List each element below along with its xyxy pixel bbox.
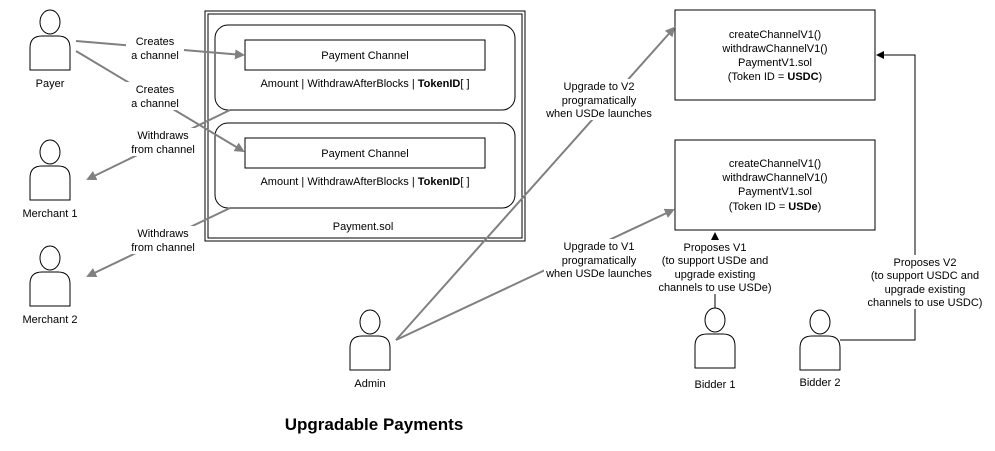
edge-label-line: programatically xyxy=(562,255,637,267)
payment-channel-title-1: Payment Channel xyxy=(321,50,408,62)
edge-label-creates-1: Creates a channel xyxy=(126,34,184,62)
v2-line-2: withdrawChannelV1() xyxy=(721,43,827,55)
admin-label: Admin xyxy=(354,378,385,390)
v2-line-3: PaymentV1.sol xyxy=(738,57,812,69)
bidder-1-actor: Bidder 1 xyxy=(694,307,736,391)
payer-label: Payer xyxy=(36,78,65,90)
person-icon xyxy=(29,245,71,307)
payment-contract-label: Payment.sol xyxy=(333,221,394,233)
edge-label-line: a channel xyxy=(131,98,179,110)
edge-label-line: from channel xyxy=(131,242,195,254)
v1-token-line: (Token ID = USDe) xyxy=(729,201,822,213)
person-icon xyxy=(349,309,391,371)
edge-label-line: when USDe launches xyxy=(545,268,652,280)
edge-label-line: when USDe launches xyxy=(545,108,652,120)
proposal-connectors xyxy=(711,51,916,341)
admin-actor: Admin xyxy=(349,309,391,390)
edge-label-line: Upgrade to V2 xyxy=(564,81,635,93)
channel-fields-2: Amount | WithdrawAfterBlocks | TokenID[ … xyxy=(260,176,469,188)
contract-v2-box: createChannelV1() withdrawChannelV1() Pa… xyxy=(674,9,876,101)
person-icon xyxy=(694,307,736,369)
merchant-2-actor: Merchant 2 xyxy=(22,245,78,326)
payment-channel-box-2 xyxy=(244,137,486,169)
edge-label-upgrade-v1: Upgrade to V1 programatically when USDe … xyxy=(544,239,654,280)
bidder-2-connector xyxy=(840,51,916,341)
edge-label-withdraws-2: Withdraws from channel xyxy=(128,226,198,254)
edge-label-line: Creates xyxy=(136,84,175,96)
payer-actor: Payer xyxy=(29,9,71,90)
edge-label-line: Proposes V2 xyxy=(894,257,957,269)
merchant-2-label: Merchant 2 xyxy=(22,314,77,326)
edge-label-line: Withdraws xyxy=(137,130,189,142)
edge-label-line: Proposes V1 xyxy=(684,242,747,254)
edge-label-line: (to support USDC and xyxy=(871,270,979,282)
payment-channel-title-2: Payment Channel xyxy=(321,148,408,160)
bidder-2-label: Bidder 2 xyxy=(800,377,841,389)
edge-label-line: programatically xyxy=(562,95,637,107)
edge-label-proposes-v1: Proposes V1 (to support USDe and upgrade… xyxy=(656,240,774,294)
channel-fields-1: Amount | WithdrawAfterBlocks | TokenID[ … xyxy=(260,78,469,90)
edge-label-line: (to support USDe and xyxy=(662,255,768,267)
edge-label-line: Creates xyxy=(136,36,175,48)
person-icon xyxy=(29,9,71,71)
payment-channel-box-1 xyxy=(244,39,486,71)
edge-label-line: channels to use USDe) xyxy=(658,282,771,294)
edge-label-line: upgrade existing xyxy=(675,269,756,281)
edge-label-line: channels to use USDC) xyxy=(868,297,983,309)
bidder-1-label: Bidder 1 xyxy=(695,379,736,391)
edge-label-proposes-v2: Proposes V2 (to support USDC and upgrade… xyxy=(866,255,984,309)
person-icon xyxy=(799,309,841,371)
edge-label-withdraws-1: Withdraws from channel xyxy=(128,128,198,156)
contract-v1-box: createChannelV1() withdrawChannelV1() Pa… xyxy=(674,139,876,231)
v2-line-1: createChannelV1() xyxy=(729,29,821,41)
payment-contract: Payment.sol xyxy=(204,10,526,242)
bidder-2-actor: Bidder 2 xyxy=(799,309,841,389)
merchant-1-label: Merchant 1 xyxy=(22,208,77,220)
edge-label-creates-2: Creates a channel xyxy=(126,82,184,110)
diagram-title: Upgradable Payments xyxy=(285,415,464,434)
v1-line-1: createChannelV1() xyxy=(729,158,821,170)
merchant-1-actor: Merchant 1 xyxy=(22,139,78,220)
v2-token-line: (Token ID = USDC) xyxy=(728,71,822,83)
edge-label-line: Upgrade to V1 xyxy=(564,241,635,253)
edge-label-line: upgrade existing xyxy=(885,284,966,296)
edge-label-line: a channel xyxy=(131,50,179,62)
edge-label-line: from channel xyxy=(131,144,195,156)
person-icon xyxy=(29,139,71,201)
arrow-admin-to-v1 xyxy=(395,208,675,341)
v1-line-2: withdrawChannelV1() xyxy=(721,172,827,184)
edge-label-line: Withdraws xyxy=(137,228,189,240)
channel-group-2: Payment Channel Amount | WithdrawAfterBl… xyxy=(214,122,516,209)
v1-line-3: PaymentV1.sol xyxy=(738,186,812,198)
edge-label-upgrade-v2: Upgrade to V2 programatically when USDe … xyxy=(544,79,654,120)
channel-group-1: Payment Channel Amount | WithdrawAfterBl… xyxy=(214,24,516,111)
